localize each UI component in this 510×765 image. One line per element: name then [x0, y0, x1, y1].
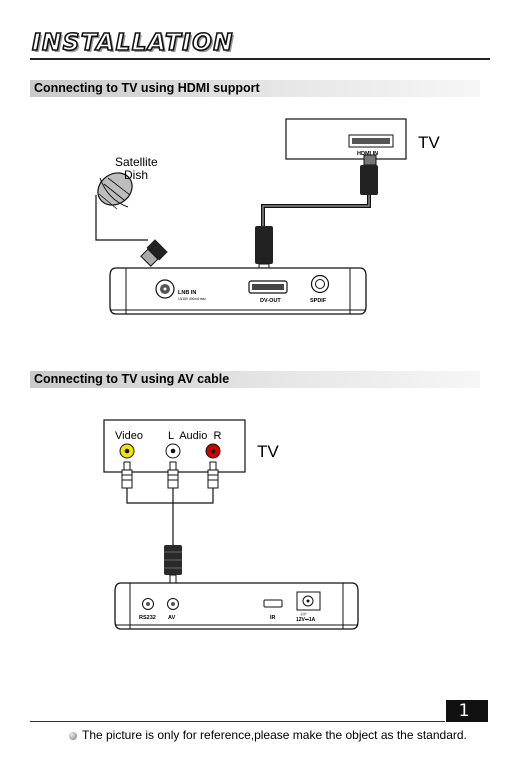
- hdmi-cable: [261, 195, 371, 226]
- hdmi-section-heading: Connecting to TV using HDMI support: [34, 81, 260, 95]
- footer-note: The picture is only for reference,please…: [82, 728, 467, 742]
- receiver-rear-hdmi: LNB IN 13/18V 400mA max DV-OUT SPDIF: [109, 267, 367, 315]
- power-polarity-label: -(•)+: [300, 612, 307, 616]
- coax-plug: [140, 239, 168, 267]
- av-cable: [126, 488, 214, 545]
- ir-label: IR: [270, 615, 276, 621]
- dish-label-line1: Satellite: [115, 155, 158, 169]
- page-title: INSTALLATION: [31, 29, 235, 57]
- av-section-heading: Connecting to TV using AV cable: [34, 372, 230, 386]
- av-port-label: AV: [168, 615, 176, 621]
- spdif-label: SPDIF: [310, 298, 327, 304]
- video-jack-label: Video: [115, 430, 143, 442]
- receiver-hdmi-label: DV-OUT: [260, 298, 281, 304]
- receiver-rear-av: RS232 AV IR -(•)+ 12V⎓1A: [114, 582, 359, 630]
- hdmi-plug-tv-tip: [363, 154, 377, 166]
- power-label: 12V⎓1A: [296, 617, 316, 623]
- satellite-dish-icon: [97, 172, 133, 210]
- av-section-heading-bar: Connecting to TV using AV cable: [30, 371, 480, 388]
- tv-hdmi-port-pins: [352, 138, 390, 144]
- dish-label-line2: Dish: [124, 168, 148, 182]
- hdmi-plug-tv: [360, 165, 378, 195]
- hdmi-section-heading-bar: Connecting to TV using HDMI support: [30, 80, 480, 97]
- lnb-port-sublabel: 13/18V 400mA max: [178, 297, 206, 301]
- coax-cable: [95, 195, 148, 241]
- av-tv-label: TV: [257, 442, 279, 461]
- bullet-icon: [69, 732, 77, 740]
- hdmi-plug-receiver: [255, 226, 273, 264]
- title-rule: [30, 58, 490, 60]
- hdmi-tv-label: TV: [418, 133, 440, 152]
- rs232-label: RS232: [139, 615, 156, 621]
- audio-jack-label: L Audio R: [168, 430, 221, 442]
- page-number: 1 1: [446, 700, 488, 743]
- ir-port: [263, 599, 283, 608]
- footer-rule: [30, 721, 445, 722]
- tv-hdmi-port-label: HDMI IN: [357, 151, 378, 157]
- lnb-port-label: LNB IN: [178, 290, 196, 296]
